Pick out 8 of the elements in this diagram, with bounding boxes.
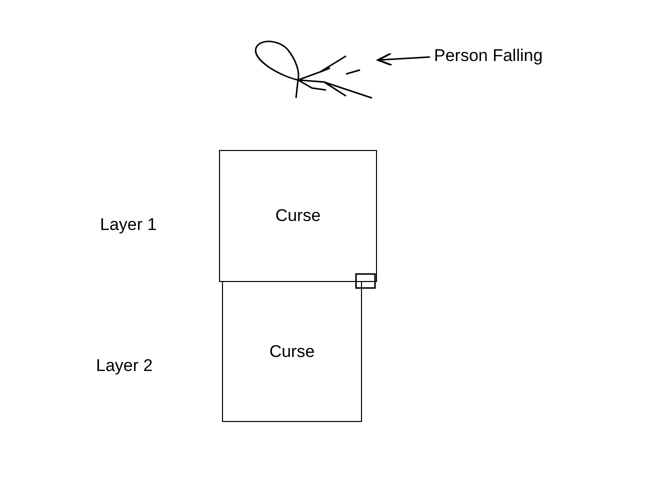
layer-label: Layer 2 [96, 356, 153, 376]
callout-text: Person Falling [434, 46, 543, 65]
curse-box [222, 281, 362, 422]
curse-box [219, 150, 377, 282]
box-title: Curse [275, 206, 321, 226]
arrow [377, 52, 430, 66]
box-title: Curse [269, 342, 315, 362]
layer-label: Layer 1 [100, 215, 157, 235]
